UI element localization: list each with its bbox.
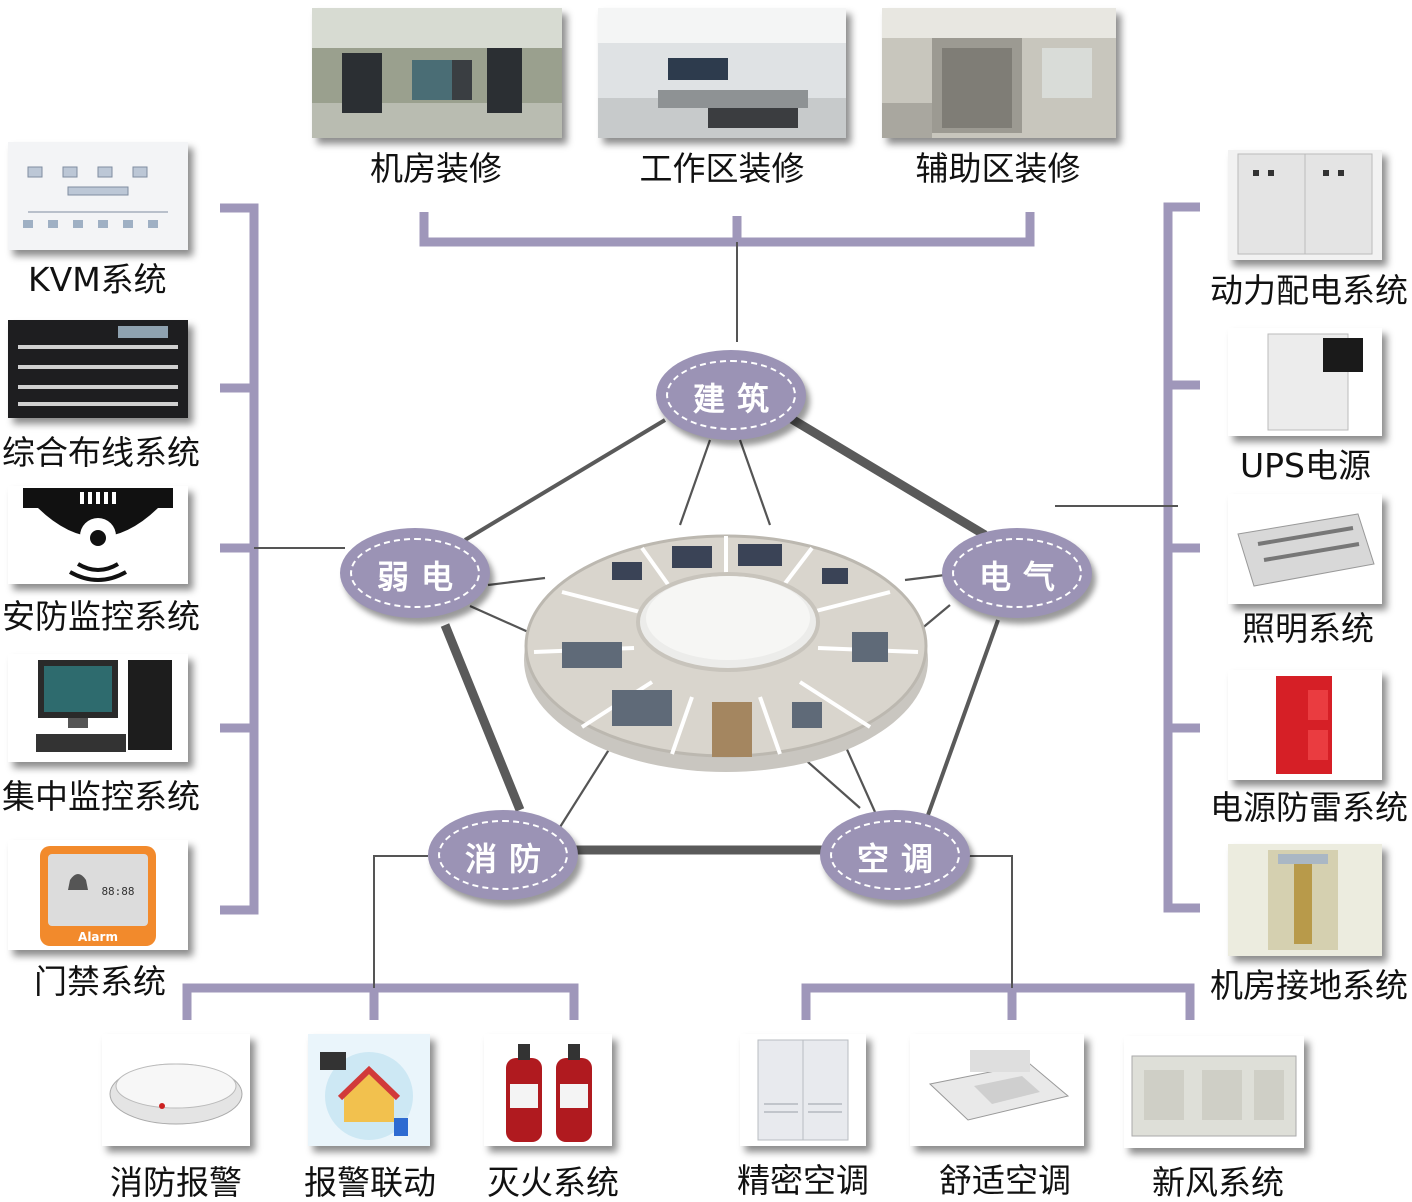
right-item-label: 电源防雷系统 [1210,788,1408,827]
bottom-right-item-label: 精密空调 [737,1161,869,1200]
node-dashed-ring [350,538,480,608]
left-item-label: KVM系统 [28,260,167,299]
bottom-left-item-label: 消防报警 [110,1163,242,1202]
node-low-voltage[interactable]: 弱电 [340,528,490,618]
right-item-label: UPS电源 [1240,446,1372,485]
alarm-clock-digits: 88:88 [101,885,134,898]
node-building[interactable]: 建筑 [656,350,806,440]
centralized-monitoring-image [8,654,188,762]
access-control-image: Alarm 88:88 [8,840,188,950]
right-item-label: 照明系统 [1242,609,1374,648]
alarm-panel-label: Alarm [78,930,118,944]
work-area-decoration-image [598,8,846,138]
kvm-system-image [8,142,188,250]
top-item-label: 辅助区装修 [915,149,1081,188]
fire-extinguisher-image [484,1034,612,1146]
right-item-label: 机房接地系统 [1210,966,1408,1005]
left-item-label: 综合布线系统 [2,433,200,472]
node-building-label: 建筑 [692,380,781,418]
node-dashed-ring [830,820,960,890]
node-fire-protection-label: 消防 [464,840,553,878]
node-dashed-ring [438,820,568,890]
right-item-label: 动力配电系统 [1210,271,1408,310]
node-low-voltage-label: 弱电 [376,558,465,596]
top-item-label: 工作区装修 [639,149,805,188]
top-item-label: 机房装修 [370,149,502,188]
node-dashed-ring [666,360,796,430]
comfort-ac-image [910,1034,1084,1146]
left-item-label: 安防监控系统 [2,597,200,636]
auxiliary-area-decoration-image [882,8,1116,138]
security-camera-image [8,486,188,584]
bottom-left-item-label: 报警联动 [304,1163,436,1202]
lightning-protection-image [1228,670,1382,780]
grounding-system-image [1228,844,1382,956]
bottom-right-item-label: 舒适空调 [939,1161,1071,1200]
bottom-left-item-label: 灭火系统 [487,1163,619,1202]
left-item-label: 门禁系统 [34,962,166,1001]
node-fire-protection[interactable]: 消防 [428,810,578,900]
node-air-conditioning-label: 空调 [856,840,945,878]
bottom-right-item-label: 新风系统 [1152,1163,1284,1202]
lighting-system-image [1228,494,1382,604]
fresh-air-system-image [1124,1036,1304,1148]
server-room-decoration-image [312,8,562,138]
fire-alarm-image [102,1034,250,1146]
node-dashed-ring [952,538,1082,608]
power-distribution-image [1228,150,1382,260]
left-item-label: 集中监控系统 [2,777,200,816]
ups-power-image [1228,328,1382,436]
node-electrical-label: 电气 [978,558,1067,596]
node-air-conditioning[interactable]: 空调 [820,810,970,900]
central-floorplan-image [522,512,930,774]
alarm-linkage-image [308,1034,430,1146]
precision-ac-image [740,1034,866,1146]
node-electrical[interactable]: 电气 [942,528,1092,618]
structured-cabling-image [8,320,188,418]
